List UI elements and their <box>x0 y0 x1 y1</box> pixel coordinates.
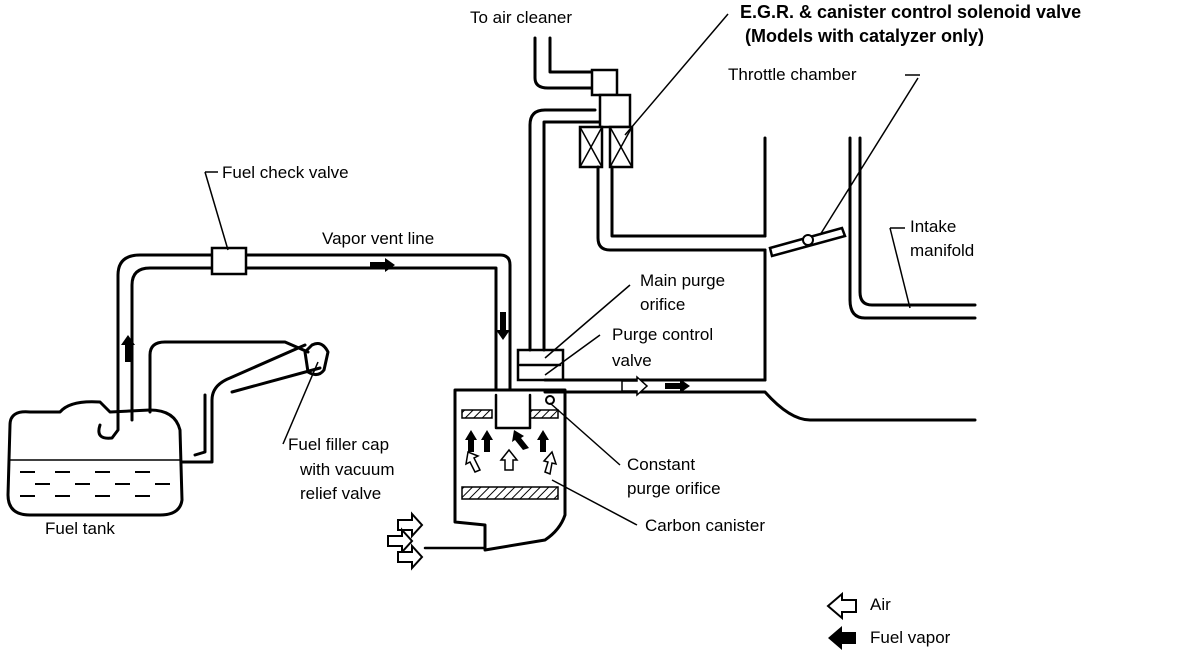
vapor-arrow-down <box>496 312 510 340</box>
fuel-tank <box>6 246 512 517</box>
label-constant-purge-2: purge orifice <box>627 479 721 498</box>
label-intake-1: Intake <box>910 217 956 236</box>
legend: Air Fuel vapor <box>826 591 951 650</box>
label-filler-cap-1: Fuel filler cap <box>288 435 389 454</box>
legend-air-label: Air <box>870 595 891 614</box>
label-purge-control-2: valve <box>612 351 652 370</box>
label-filler-cap-3: relief valve <box>300 484 381 503</box>
label-main-purge-2: orifice <box>640 295 685 314</box>
legend-fuel-vapor-label: Fuel vapor <box>870 628 951 647</box>
hollow-arrow-icon <box>826 591 857 621</box>
carbon-canister <box>387 388 567 571</box>
label-throttle-chamber: Throttle chamber <box>728 65 857 84</box>
label-main-purge-1: Main purge <box>640 271 725 290</box>
solenoid-valve <box>533 36 767 252</box>
label-filler-cap-2: with vacuum <box>299 460 394 479</box>
label-fuel-check-valve: Fuel check valve <box>222 163 349 182</box>
label-egr-valve: E.G.R. & canister control solenoid valve <box>740 2 1081 22</box>
label-egr-note: (Models with catalyzer only) <box>745 26 984 46</box>
label-vapor-vent-line: Vapor vent line <box>322 229 434 248</box>
fuel-check-valve <box>210 246 248 276</box>
label-fuel-tank: Fuel tank <box>45 519 115 538</box>
label-constant-purge-1: Constant <box>627 455 695 474</box>
purge-control-valve <box>516 108 977 422</box>
label-to-air-cleaner: To air cleaner <box>470 8 572 27</box>
leader-lines <box>204 13 920 526</box>
label-intake-2: manifold <box>910 241 974 260</box>
label-carbon-canister: Carbon canister <box>645 516 765 535</box>
label-purge-control-1: Purge control <box>612 325 713 344</box>
fuel-level-marks <box>20 471 170 497</box>
canister-vapor-arrows <box>465 430 558 476</box>
vapor-arrow-up <box>121 335 135 362</box>
solid-arrow-icon <box>828 626 856 650</box>
throttle-chamber <box>763 136 977 382</box>
vapor-arrow-right <box>370 258 395 272</box>
